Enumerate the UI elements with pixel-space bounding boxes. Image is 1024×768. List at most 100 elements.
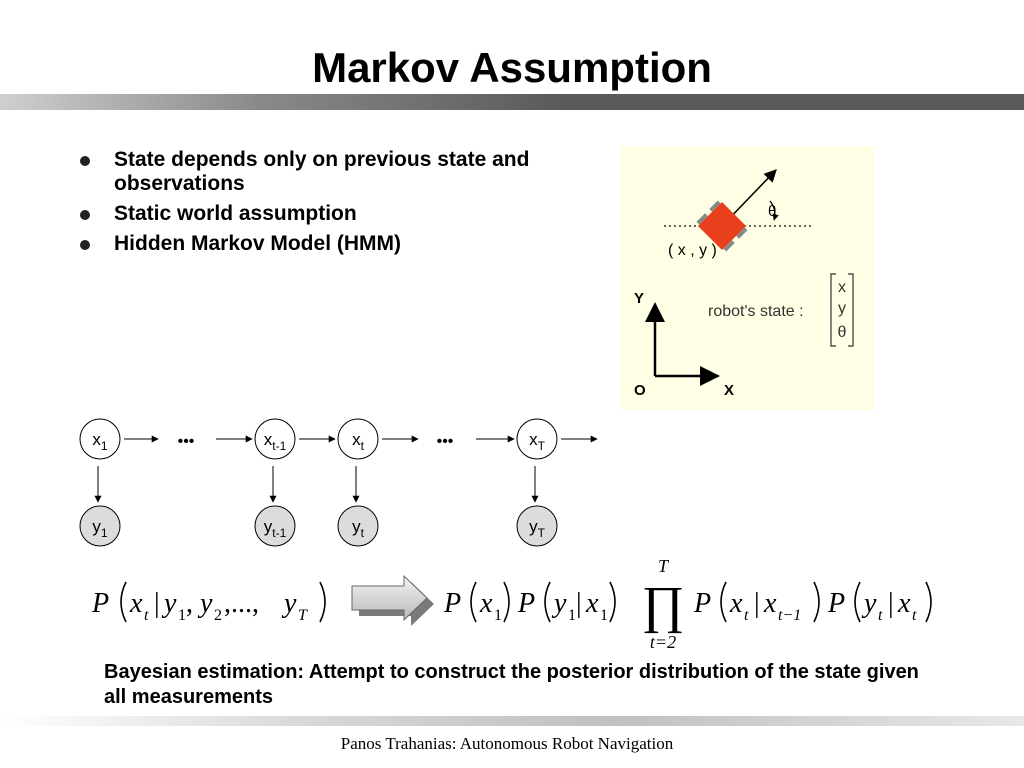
formula-symbol: x [479, 588, 493, 619]
formula-symbol: y [281, 588, 297, 619]
bullet-list: State depends only on previous state and… [78, 148, 638, 262]
formula-subscript: 2 [214, 607, 222, 624]
robot-wheel [696, 213, 708, 225]
bullet-dot-icon [80, 156, 90, 166]
node-label: xT [529, 430, 546, 453]
paren-open [120, 581, 127, 623]
bullet-item: State depends only on previous state and… [78, 148, 638, 196]
paren-close [813, 581, 820, 623]
formula-subscript: 1 [178, 607, 186, 624]
formula-symbol: , [186, 588, 193, 619]
hidden-node-xt-1 [254, 418, 296, 460]
bullet-dot-icon [80, 210, 90, 220]
footer-divider [0, 716, 1024, 726]
chain-ellipsis: ••• [178, 433, 195, 450]
formula-symbol: P [827, 588, 845, 619]
bayesian-estimation-note: Bayesian estimation: Attempt to construc… [104, 661, 919, 708]
slide-footer: Panos Trahanias: Autonomous Robot Naviga… [340, 734, 674, 753]
formula-subscript: t [744, 607, 749, 624]
hmm-chain-diagram: x1 xt-1 xt xT y1 yt-1 yt yT ••• ••• [79, 418, 598, 547]
product-lower-limit: t=2 [650, 632, 676, 652]
formula-subscript: t [912, 607, 917, 624]
bullet-dot-icon [80, 240, 90, 250]
paren-open [854, 581, 861, 623]
formula-symbol: y [551, 588, 567, 619]
theta-arc [769, 200, 779, 221]
product-symbol: ∏ [642, 577, 685, 634]
state-vector-theta: θ [838, 324, 847, 341]
formula-symbol: P [443, 588, 461, 619]
formula-rhs: P x 1 P y 1 | x 1 T ∏ t=2 P x t | x t−1 … [443, 556, 932, 652]
paren-close [319, 581, 326, 623]
node-label: y1 [92, 517, 108, 540]
robot-state-panel [620, 146, 874, 410]
title-divider [0, 94, 1024, 110]
formula-symbol: x [129, 588, 143, 619]
formula-symbol: ,..., [224, 588, 259, 619]
formula-lhs: P x t | y 1 , y 2 ,..., y T [91, 581, 326, 624]
node-label: x1 [92, 430, 108, 453]
posterior-formula: P x t | y 1 , y 2 ,..., y T P x 1 P y 1 … [91, 556, 932, 652]
robot-wheel [723, 240, 735, 252]
observed-node-yt-1 [254, 505, 296, 547]
vector-right-bracket [848, 273, 854, 347]
formula-subscript: t−1 [778, 607, 801, 624]
x-axis-label: X [724, 382, 734, 399]
node-label: xt [352, 430, 365, 453]
arrow-body [351, 574, 428, 622]
node-label: yt-1 [264, 517, 287, 540]
bullet-text: State depends only on previous state and… [114, 148, 530, 195]
robot-wheel [736, 227, 748, 239]
slide-title: Markov Assumption [312, 44, 712, 91]
formula-symbol: P [91, 588, 109, 619]
product-upper-limit: T [658, 556, 670, 576]
formula-symbol: x [585, 588, 599, 619]
paren-open [470, 581, 477, 623]
position-label: ( x , y ) [668, 242, 717, 259]
implies-arrow-icon [351, 574, 434, 626]
formula-symbol: y [161, 588, 177, 619]
observed-node-yt [337, 505, 379, 547]
formula-symbol: y [197, 588, 213, 619]
bullet-item: Static world assumption [78, 202, 638, 226]
formula-subscript: t [878, 607, 883, 624]
state-vector-x: x [838, 279, 846, 296]
robot-diagram: θ ( x , y ) robot's state : x y θ Y X O [634, 169, 854, 399]
formula-symbol: x [897, 588, 911, 619]
paren-open [544, 581, 551, 623]
formula-subscript: 1 [600, 607, 608, 624]
theta-label: θ [768, 203, 776, 220]
formula-symbol: P [693, 588, 711, 619]
vector-left-bracket [830, 273, 836, 347]
hidden-node-x1 [79, 418, 121, 460]
bullet-item: Hidden Markov Model (HMM) [78, 232, 638, 256]
robot-body [697, 201, 747, 251]
hidden-node-xT [516, 418, 558, 460]
formula-subscript: 1 [494, 607, 502, 624]
node-label: xt-1 [264, 430, 287, 453]
formula-symbol: y [861, 588, 877, 619]
paren-close [925, 581, 932, 623]
origin-label: O [634, 382, 646, 399]
state-label: robot's state : [708, 303, 804, 320]
formula-symbol: x [729, 588, 743, 619]
paren-close [503, 581, 510, 623]
formula-symbol: | [576, 588, 582, 619]
robot-wheel [709, 200, 721, 212]
node-label: yt [352, 517, 365, 540]
state-vector-y: y [838, 300, 846, 317]
formula-symbol: x [763, 588, 777, 619]
observed-node-y1 [79, 505, 121, 547]
observed-node-yT [516, 505, 558, 547]
formula-symbol: P [517, 588, 535, 619]
formula-subscript: 1 [568, 607, 576, 624]
formula-subscript: T [298, 607, 308, 624]
bullet-text: Static world assumption [114, 202, 357, 225]
formula-subscript: t [144, 607, 149, 624]
formula-symbol: | [888, 588, 894, 619]
paren-open [720, 581, 727, 623]
y-axis-label: Y [634, 290, 644, 307]
formula-symbol: | [754, 588, 760, 619]
paren-close [609, 581, 616, 623]
robot-icon [696, 200, 748, 252]
